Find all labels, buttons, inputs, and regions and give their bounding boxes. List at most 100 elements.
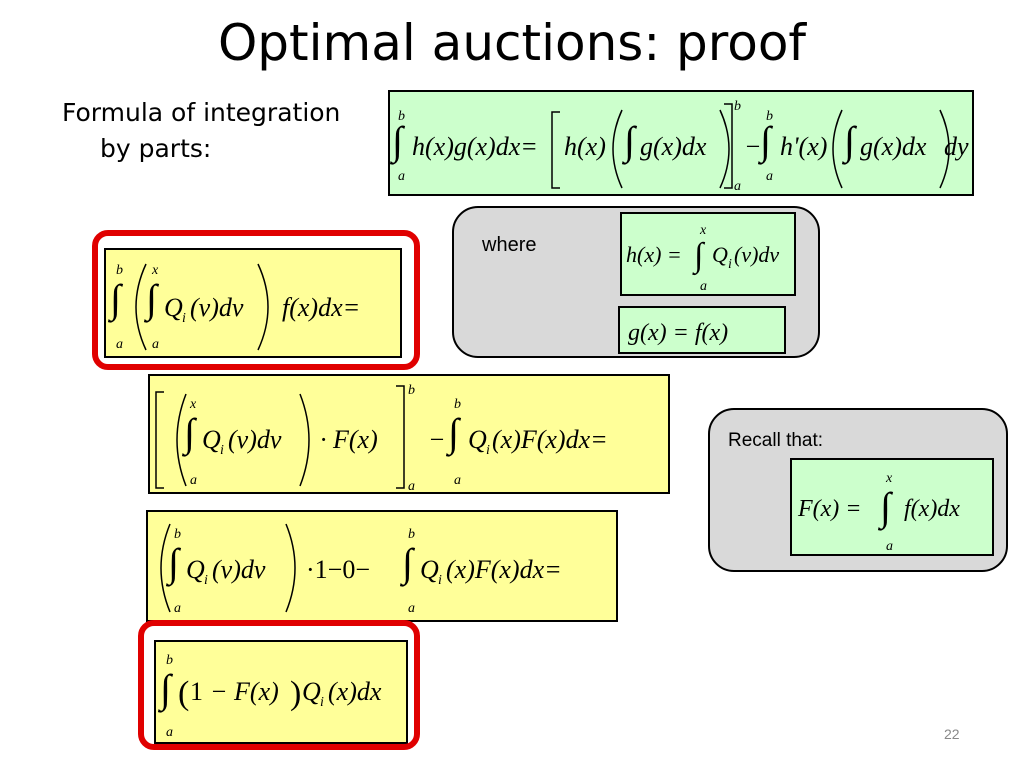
svg-text:∫: ∫ [107, 276, 124, 323]
svg-text:g(x)dx: g(x)dx [640, 132, 707, 161]
svg-text:a: a [398, 169, 405, 184]
svg-text:Q: Q [302, 677, 321, 706]
svg-text:∫: ∫ [757, 118, 774, 165]
svg-text:∫: ∫ [621, 118, 638, 165]
g-definition: g(x) = f(x) [618, 306, 786, 354]
svg-text:i: i [438, 573, 442, 588]
F-definition-math: F(x) = x ∫ a f(x)dx [797, 471, 960, 554]
svg-text:F(x) =: F(x) = [797, 496, 862, 522]
svg-text:∫: ∫ [143, 276, 160, 323]
svg-text:Q: Q [202, 425, 221, 454]
svg-text:dy: dy [944, 132, 969, 161]
svg-text:(v)dv: (v)dv [228, 425, 282, 454]
svg-text:− F(x): − F(x) [210, 677, 279, 706]
svg-text:Q: Q [186, 555, 205, 584]
subtitle-line-1: Formula of integration [62, 98, 341, 127]
step1-highlight [92, 230, 420, 370]
svg-text:x: x [151, 263, 159, 278]
integration-by-parts-formula: b ∫ a h(x)g(x)dx= h(x) ∫ g(x)dx b a − b … [388, 90, 974, 196]
svg-text:∫: ∫ [389, 118, 406, 165]
svg-text:a: a [408, 479, 415, 494]
svg-text:(v)dv: (v)dv [734, 242, 779, 267]
svg-text:Q: Q [468, 425, 487, 454]
svg-text:·1−0−: ·1−0− [306, 555, 370, 584]
g-definition-math: g(x) = f(x) [628, 320, 728, 346]
svg-text:g(x) = f(x): g(x) = f(x) [628, 320, 728, 346]
result-equation: b ∫ a ( 1 − F(x) ) Q i (x)dx [154, 640, 408, 744]
svg-text:a: a [190, 473, 197, 488]
svg-text:b: b [398, 109, 405, 124]
svg-text:x: x [885, 471, 893, 486]
recall-label: Recall that: [728, 430, 824, 451]
svg-text:∫: ∫ [841, 118, 858, 165]
svg-text:∫: ∫ [877, 484, 894, 531]
svg-text:b: b [174, 527, 181, 542]
svg-text:Q: Q [420, 555, 439, 584]
svg-text:h(x) =: h(x) = [626, 242, 682, 267]
F-definition: F(x) = x ∫ a f(x)dx [790, 458, 994, 556]
svg-text:a: a [700, 279, 707, 294]
svg-text:i: i [204, 573, 208, 588]
svg-text:∫: ∫ [445, 410, 462, 457]
svg-text:(v)dv: (v)dv [190, 293, 244, 322]
step3-equation: b ∫ a Q i (v)dv ·1−0− b ∫ a Q i (x)F(x)d… [146, 510, 618, 622]
svg-text:· F(x): · F(x) [320, 425, 378, 454]
svg-text:(x)F(x)dx=: (x)F(x)dx= [492, 425, 608, 454]
svg-text:(: ( [178, 675, 189, 712]
parts-formula-math: b ∫ a h(x)g(x)dx= h(x) ∫ g(x)dx b a − b … [389, 99, 969, 194]
result-highlight [138, 620, 420, 750]
step3-math: b ∫ a Q i (v)dv ·1−0− b ∫ a Q i (x)F(x)d… [160, 523, 562, 616]
svg-text:): ) [290, 675, 301, 712]
subtitle-line-2: by parts: [100, 134, 212, 163]
svg-text:x: x [189, 397, 197, 412]
svg-text:a: a [116, 337, 123, 352]
svg-text:(x)dx: (x)dx [328, 677, 382, 706]
svg-text:a: a [166, 725, 173, 740]
svg-text:f(x)dx: f(x)dx [904, 496, 960, 522]
svg-text:b: b [766, 109, 773, 124]
h-definition-math: h(x) = x ∫ a Q i (v)dv [626, 223, 779, 294]
svg-text:b: b [734, 99, 741, 114]
result-math: b ∫ a ( 1 − F(x) ) Q i (x)dx [157, 653, 382, 740]
svg-text:a: a [886, 539, 893, 554]
svg-text:∫: ∫ [165, 540, 182, 587]
svg-text:∫: ∫ [181, 410, 198, 457]
step1-equation: b ∫ a x ∫ a Q i (v)dv f(x)dx= [104, 248, 402, 358]
svg-text:−: − [428, 425, 446, 454]
svg-text:b: b [166, 653, 173, 668]
svg-text:∫: ∫ [157, 666, 174, 713]
svg-text:f(x)dx=: f(x)dx= [282, 293, 360, 322]
h-definition: h(x) = x ∫ a Q i (v)dv [620, 212, 796, 296]
svg-text:Q: Q [712, 242, 728, 267]
svg-text:a: a [408, 601, 415, 616]
svg-text:a: a [766, 169, 773, 184]
svg-text:b: b [116, 263, 123, 278]
step1-math: b ∫ a x ∫ a Q i (v)dv f(x)dx= [107, 263, 360, 352]
svg-text:i: i [486, 443, 490, 458]
svg-text:Q: Q [164, 293, 183, 322]
step2-equation: x ∫ a Q i (v)dv · F(x) b a − b ∫ a Q i (… [148, 374, 670, 494]
svg-text:∫: ∫ [692, 237, 706, 276]
svg-text:i: i [182, 311, 186, 326]
svg-text:b: b [454, 397, 461, 412]
svg-text:h(x): h(x) [564, 132, 606, 161]
page-number: 22 [944, 726, 960, 742]
svg-text:1: 1 [190, 677, 203, 706]
svg-text:a: a [152, 337, 159, 352]
svg-text:a: a [734, 179, 741, 194]
svg-text:(v)dv: (v)dv [212, 555, 266, 584]
where-label: where [482, 234, 537, 256]
svg-text:a: a [454, 473, 461, 488]
svg-text:i: i [320, 695, 324, 710]
svg-text:h'(x): h'(x) [780, 132, 827, 161]
subtitle: Formula of integration by parts: [62, 95, 340, 167]
svg-text:i: i [220, 443, 224, 458]
step2-math: x ∫ a Q i (v)dv · F(x) b a − b ∫ a Q i (… [155, 383, 608, 494]
svg-text:−: − [744, 132, 762, 161]
svg-text:h(x)g(x)dx=: h(x)g(x)dx= [412, 132, 538, 161]
svg-text:x: x [699, 223, 707, 238]
svg-text:g(x)dx: g(x)dx [860, 132, 927, 161]
svg-text:i: i [728, 257, 732, 272]
svg-text:b: b [408, 527, 415, 542]
svg-text:b: b [408, 383, 415, 398]
